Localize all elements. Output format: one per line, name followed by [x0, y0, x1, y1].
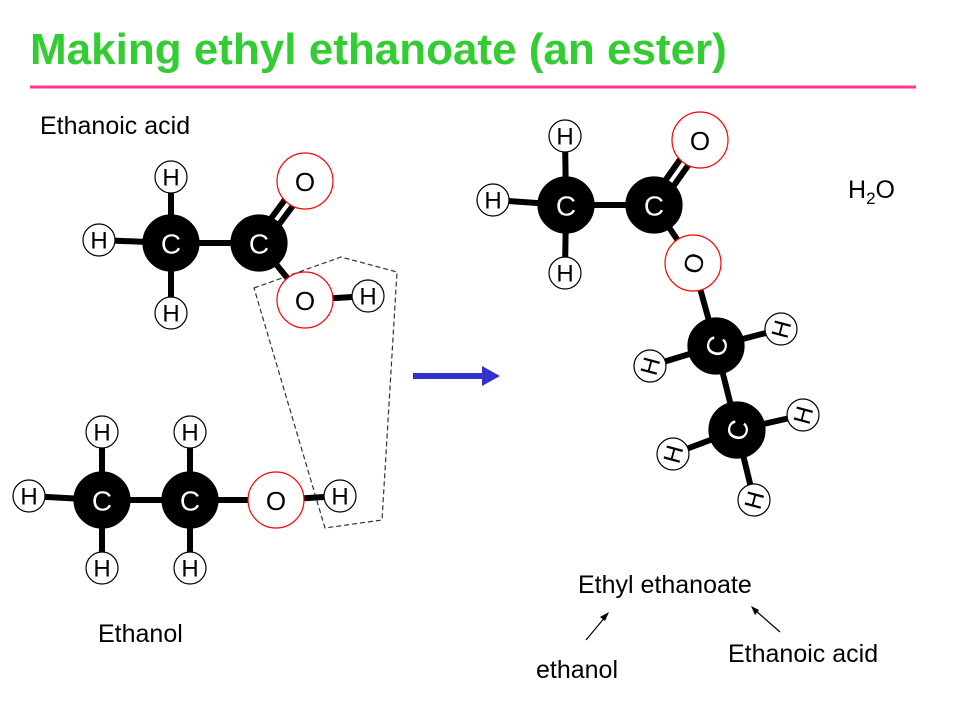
- hydrogen-atom: H: [85, 415, 119, 449]
- hydrogen-symbol: H: [556, 124, 573, 151]
- oxygen-atom: O: [276, 271, 334, 329]
- hydrogen-atom: H: [764, 312, 798, 346]
- bonds: [28, 135, 804, 568]
- hydrogen-atom: H: [154, 296, 188, 330]
- oxygen-atom: O: [671, 111, 729, 169]
- carbon-atom: C: [73, 471, 131, 529]
- hydrogen-symbol: H: [162, 165, 179, 192]
- carbon-atom: C: [142, 214, 200, 272]
- carbon-atom: C: [537, 176, 595, 234]
- hydrogen-symbol: H: [789, 403, 820, 427]
- hydrogen-atom: H: [173, 551, 207, 585]
- hydrogen-symbol: H: [162, 301, 179, 328]
- carbon-symbol: C: [92, 486, 112, 517]
- hydrogen-atom: H: [548, 119, 582, 153]
- hydrogen-symbol: H: [93, 556, 110, 583]
- hydrogen-atom: H: [548, 256, 582, 290]
- hydrogen-symbol: H: [659, 442, 690, 466]
- pointer-arrows: [585, 606, 781, 641]
- oxygen-atom: O: [276, 152, 334, 210]
- hydrogen-symbol: H: [556, 261, 573, 288]
- label-ethanol: Ethanol: [98, 620, 183, 648]
- carbon-symbol: C: [249, 229, 269, 260]
- oxygen-symbol: O: [295, 286, 315, 316]
- hydrogen-symbol: H: [93, 420, 110, 447]
- reaction-arrow: [413, 366, 500, 386]
- label-from-ethanol: ethanol: [536, 656, 618, 684]
- hydrogen-atom: H: [351, 279, 385, 313]
- hydrogen-symbol: H: [359, 284, 376, 311]
- hydrogen-atom: H: [85, 551, 119, 585]
- hydrogen-symbol: H: [331, 484, 348, 511]
- hydrogen-symbol: H: [20, 484, 37, 511]
- label-water: H2O: [848, 176, 895, 208]
- oxygen-atom: O: [247, 471, 305, 529]
- label-from-ethanoic-acid: Ethanoic acid: [728, 640, 878, 668]
- label-ethyl-ethanoate: Ethyl ethanoate: [578, 571, 752, 599]
- carbon-atom: C: [625, 176, 683, 234]
- hydrogen-symbol: H: [90, 228, 107, 255]
- hydrogen-atom: H: [786, 398, 820, 432]
- oxygen-symbol: O: [266, 486, 286, 516]
- carbon-symbol: C: [644, 191, 664, 222]
- hydrogen-atom: H: [656, 437, 690, 471]
- water-removal-outline: [253, 256, 398, 529]
- hydrogen-symbol: H: [181, 420, 198, 447]
- hydrogen-atom: H: [633, 349, 667, 383]
- carbon-atom: C: [687, 317, 745, 375]
- hydrogen-symbol: H: [181, 556, 198, 583]
- oxygen-symbol: O: [295, 167, 315, 197]
- hydrogen-symbol: H: [767, 317, 798, 341]
- hydrogen-atom: H: [154, 160, 188, 194]
- hydrogen-symbol: H: [484, 188, 501, 215]
- hydrogen-atom: H: [737, 483, 771, 517]
- carbon-atom: C: [161, 471, 219, 529]
- hydrogen-atom: H: [82, 223, 116, 257]
- carbon-symbol: C: [161, 229, 181, 260]
- slide-title: Making ethyl ethanoate (an ester): [30, 25, 727, 74]
- carbon-atom: C: [230, 214, 288, 272]
- carbon-symbol: C: [556, 191, 576, 222]
- hydrogen-atom: H: [476, 183, 510, 217]
- carbon-symbol: C: [180, 486, 200, 517]
- hydrogen-symbol: H: [636, 354, 667, 378]
- oxygen-symbol: O: [690, 126, 710, 156]
- label-ethanoic-acid: Ethanoic acid: [40, 112, 190, 140]
- oxygen-atom: O: [664, 234, 722, 292]
- hydrogen-atom: H: [173, 415, 207, 449]
- hydrogen-atom: H: [12, 479, 46, 513]
- hydrogen-symbol: H: [740, 488, 771, 512]
- carbon-atom: C: [708, 401, 766, 459]
- hydrogen-atom: H: [323, 479, 357, 513]
